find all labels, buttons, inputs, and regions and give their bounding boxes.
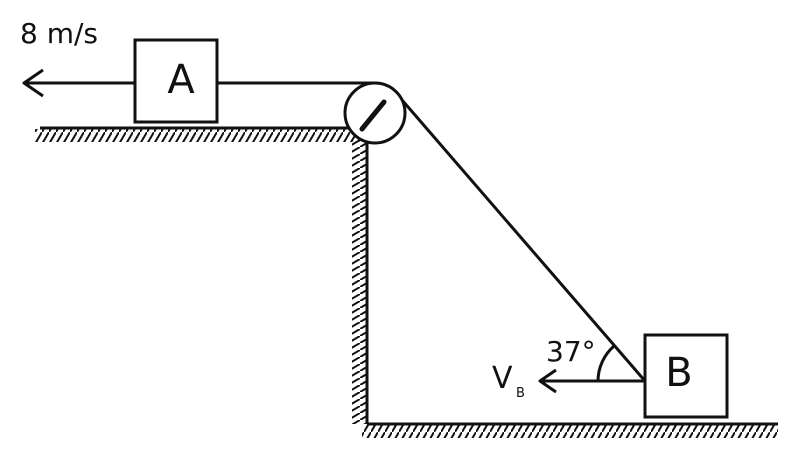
angle-label: 37°: [546, 335, 596, 368]
pulley: [343, 81, 407, 145]
string-inclined: [400, 99, 647, 382]
lower-ground: [362, 422, 778, 438]
block-b: B: [643, 333, 729, 419]
block-b-label: B: [665, 350, 692, 396]
block-a: A: [133, 38, 219, 124]
cliff-wall: [352, 128, 369, 424]
angle-arc: [596, 344, 616, 382]
velocity-a-arrow: [22, 68, 135, 98]
velocity-b-label: V: [492, 361, 513, 396]
velocity-b-subscript: B: [516, 386, 525, 401]
velocity-a-label: 8 m/s: [20, 17, 98, 50]
upper-ground: [35, 126, 367, 142]
velocity-b-arrow: [538, 368, 645, 394]
block-a-label: A: [167, 57, 195, 103]
